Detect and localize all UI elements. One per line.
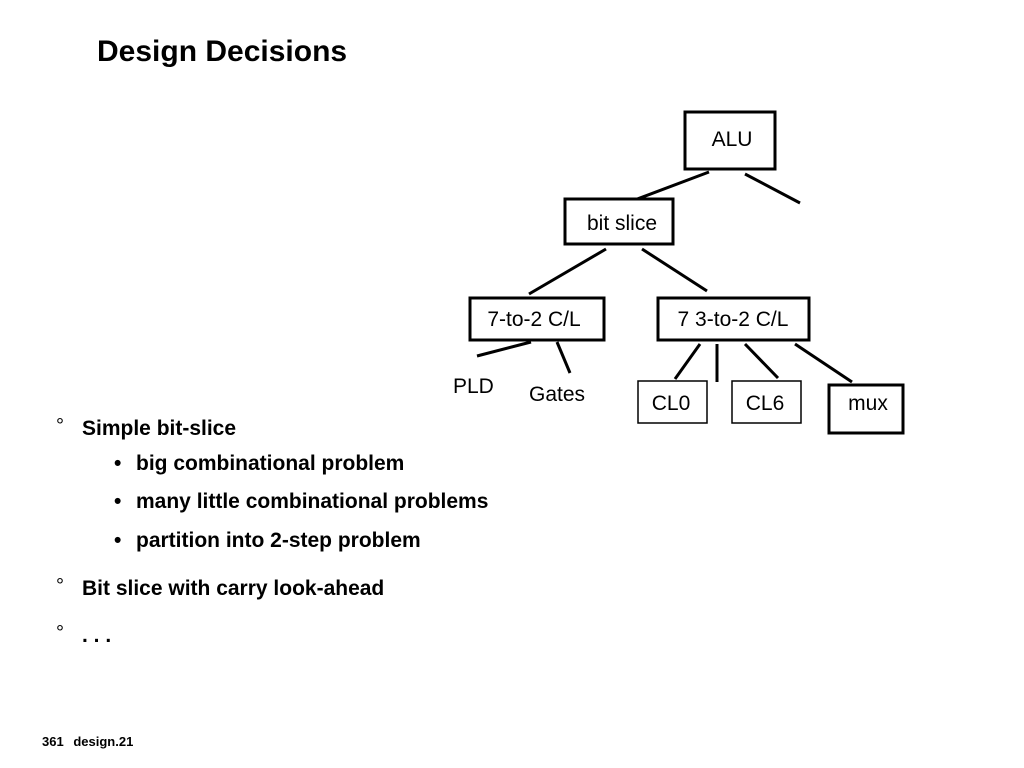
sub-bullet-text: partition into 2-step problem xyxy=(136,528,421,552)
sub-bullet-marker: • xyxy=(114,528,122,552)
edge-bitslice-73to2 xyxy=(641,247,708,293)
bullet-text: Bit slice with carry look-ahead xyxy=(82,576,385,600)
bullet-marker: ° xyxy=(56,621,64,644)
node-7-3-to-2-cl-label: 7 3-to-2 C/L xyxy=(678,308,789,331)
node-mux: mux xyxy=(827,383,905,435)
edge-73to2-cl6 xyxy=(743,342,780,380)
node-7-3-to-2-cl: 7 3-to-2 C/L xyxy=(656,296,811,342)
leaf-pld-label: PLD xyxy=(453,375,494,398)
edge-alu-right xyxy=(744,172,801,205)
bullet-ellipsis: ° . . . xyxy=(56,621,656,648)
sub-bullet-text: many little combinational problems xyxy=(136,490,489,514)
bullet-carry-look-ahead: ° Bit slice with carry look-ahead xyxy=(56,574,656,601)
node-alu: ALU xyxy=(683,110,777,171)
node-cl0: CL0 xyxy=(637,380,708,424)
bullet-marker: ° xyxy=(56,574,64,597)
leaf-gates-label: Gates xyxy=(529,383,585,406)
edge-73to2-mux xyxy=(794,342,853,384)
sub-bullet-text: big combinational problem xyxy=(136,452,405,476)
page-number: 361 xyxy=(42,734,64,749)
sub-bullet-item: • big combinational problem xyxy=(56,451,656,476)
node-7-to-2-cl: 7-to-2 C/L xyxy=(468,296,606,342)
edge-73to2-cl0 xyxy=(673,343,702,380)
edge-alu-bitslice xyxy=(631,170,710,203)
node-alu-label: ALU xyxy=(712,128,753,151)
node-cl6-label: CL6 xyxy=(746,392,785,415)
node-cl0-label: CL0 xyxy=(652,392,691,415)
sub-bullet-item: • many little combinational problems xyxy=(56,489,656,514)
node-bit-slice-label: bit slice xyxy=(587,212,657,235)
slide-footer: 361 design.21 xyxy=(42,734,133,749)
edge-7to2-pld xyxy=(476,340,532,358)
bullet-list: ° Simple bit-slice • big combinational p… xyxy=(56,415,656,648)
sub-bullet-item: • partition into 2-step problem xyxy=(56,528,656,553)
bullet-simple-bit-slice: ° Simple bit-slice xyxy=(56,415,656,441)
node-mux-label: mux xyxy=(848,392,888,415)
node-7-to-2-cl-label: 7-to-2 C/L xyxy=(487,308,580,331)
bullet-text: Simple bit-slice xyxy=(82,417,237,440)
slide-id: design.21 xyxy=(73,734,134,749)
sub-bullet-list: • big combinational problem • many littl… xyxy=(56,451,656,553)
edge-7to2-gates xyxy=(555,341,572,374)
sub-bullet-marker: • xyxy=(114,490,122,514)
sub-bullet-marker: • xyxy=(114,452,122,476)
bullet-marker: ° xyxy=(56,415,64,437)
node-cl6: CL6 xyxy=(731,380,802,424)
slide-title: Design Decisions xyxy=(97,35,348,68)
node-bit-slice: bit slice xyxy=(563,197,675,246)
edge-bitslice-7to2 xyxy=(528,247,607,296)
bullet-text: . . . xyxy=(82,623,112,647)
